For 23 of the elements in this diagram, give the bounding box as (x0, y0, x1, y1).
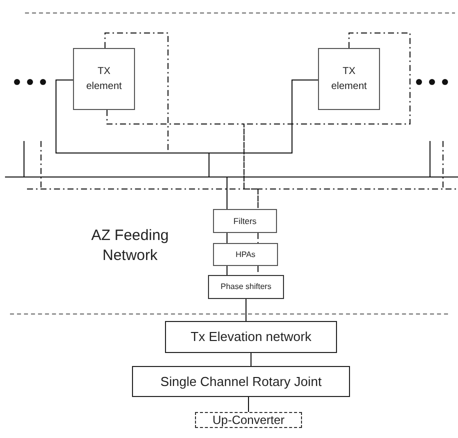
connector-line (250, 352, 252, 366)
element-box (73, 48, 135, 110)
process-box (213, 209, 277, 233)
process-box (213, 243, 278, 266)
signal-line (106, 110, 258, 210)
connector-line (208, 80, 318, 210)
process-box (195, 412, 302, 428)
connector-line (226, 232, 228, 244)
box-label: Single Channel Rotary Joint (160, 372, 322, 391)
section-label: AZ Feeding Network (90, 226, 170, 265)
connector-line (226, 266, 228, 276)
process-box (208, 275, 284, 299)
box-label: TX element (85, 65, 123, 94)
box-label: Filters (233, 214, 257, 228)
box-label: Tx Elevation network (190, 328, 312, 346)
process-box (132, 366, 350, 397)
box-label: Phase shifters (220, 281, 272, 293)
connector-line (248, 396, 249, 412)
box-label: HPAs (236, 248, 256, 260)
box-label: TX element (330, 65, 368, 94)
process-box (165, 321, 337, 353)
box-label: Up-Converter (212, 412, 285, 429)
element-box (318, 48, 380, 110)
